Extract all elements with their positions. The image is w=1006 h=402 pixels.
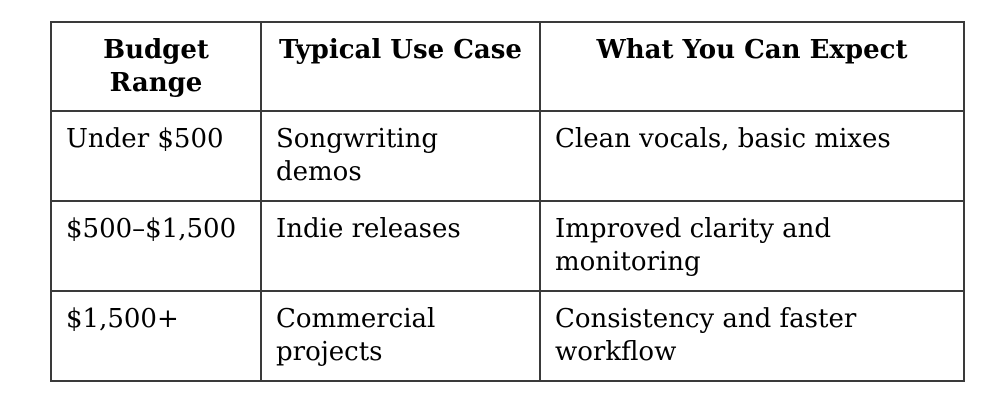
table-cell: Commercial projects	[260, 290, 541, 382]
table-row: $500–$1,500 Indie releases Improved clar…	[50, 200, 965, 292]
table-cell: Under $500	[50, 110, 262, 202]
table-cell: Clean vocals, basic mixes	[539, 110, 965, 202]
header-budget-range: Budget Range	[50, 21, 262, 112]
header-what-you-can-expect: What You Can Expect	[539, 21, 965, 112]
table-cell: Consistency and faster workflow	[539, 290, 965, 382]
table-row: Under $500 Songwriting demos Clean vocal…	[50, 110, 965, 202]
table-cell: $500–$1,500	[50, 200, 262, 292]
table-cell: Improved clarity and monitoring	[539, 200, 965, 292]
table-header-row: Budget Range Typical Use Case What You C…	[50, 21, 965, 112]
table-cell: Indie releases	[260, 200, 541, 292]
budget-comparison-table: Budget Range Typical Use Case What You C…	[50, 21, 965, 382]
table-row: $1,500+ Commercial projects Consistency …	[50, 290, 965, 382]
header-typical-use-case: Typical Use Case	[260, 21, 541, 112]
table-cell: $1,500+	[50, 290, 262, 382]
table-cell: Songwriting demos	[260, 110, 541, 202]
